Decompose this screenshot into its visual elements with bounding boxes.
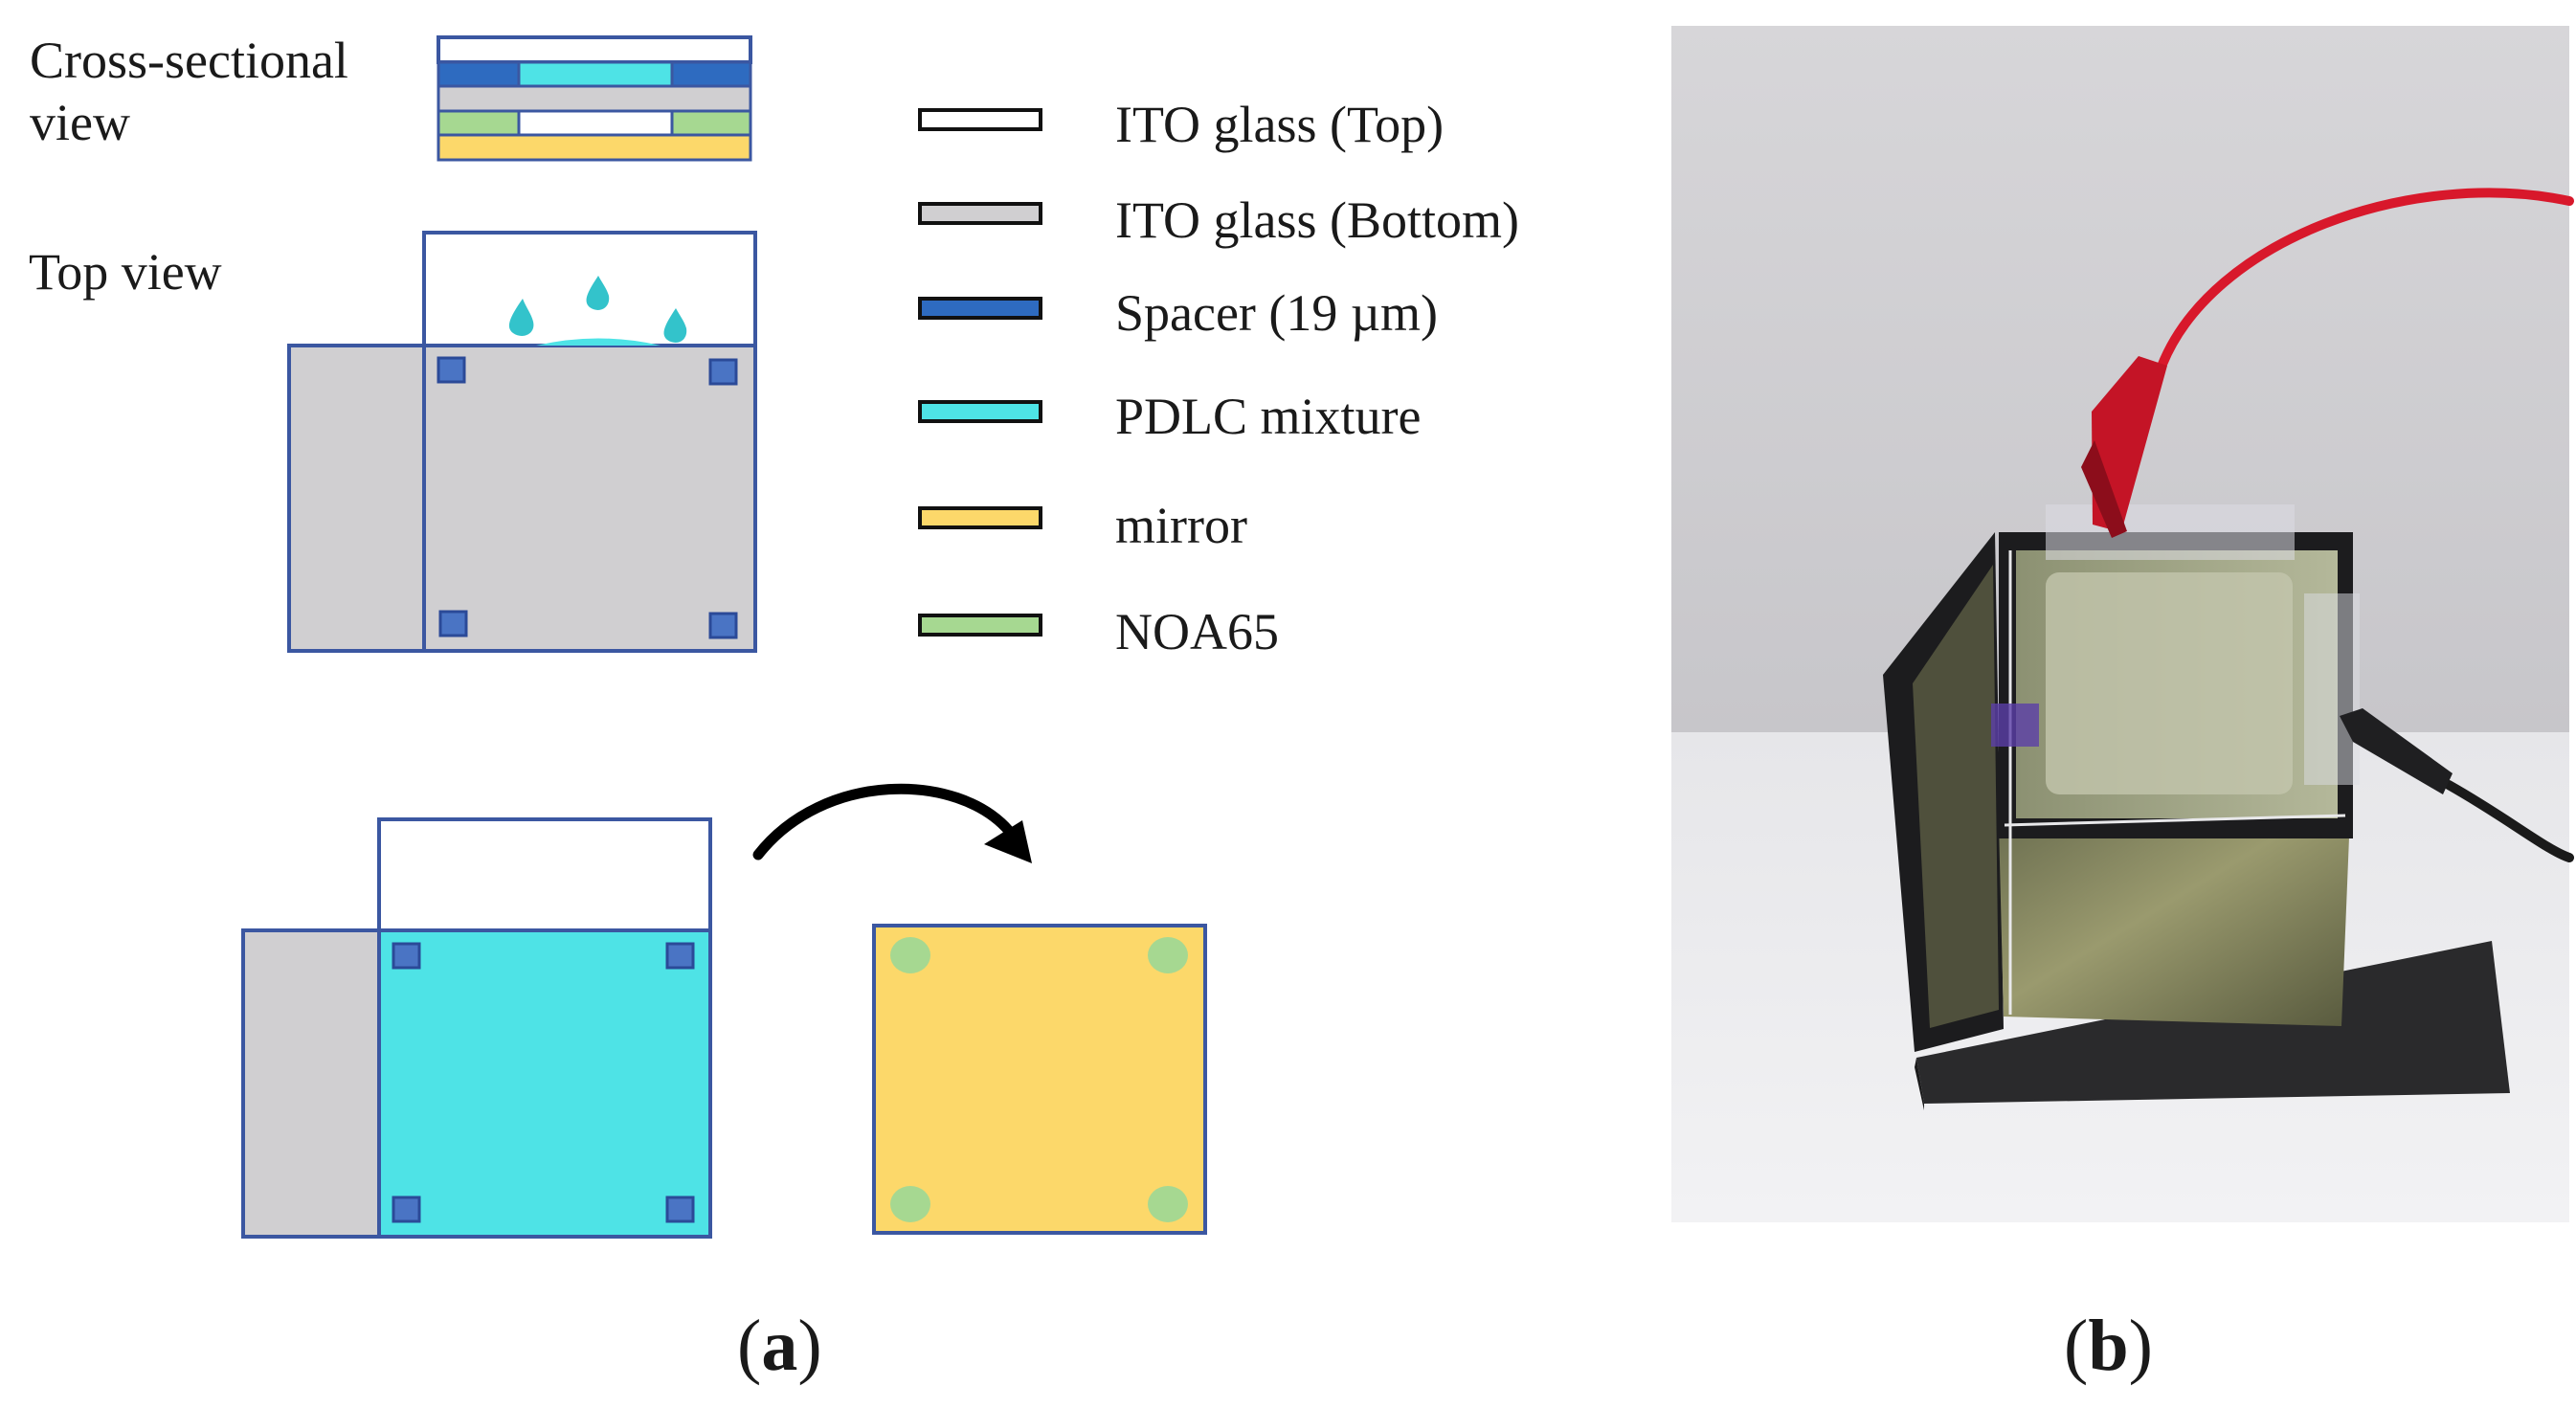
legend-swatch-pdlc (918, 400, 1042, 423)
photo-pdlc-film (2046, 572, 2293, 794)
panel-label-a-open: ( (737, 1306, 762, 1386)
filled-cell-bottom-glass-left (241, 928, 381, 1239)
cross-section-spacer-right (670, 60, 752, 88)
curved-arrow-icon (752, 783, 1015, 860)
filled-cell-pdlc (377, 928, 712, 1239)
cross-section-bottom-glass (437, 84, 752, 113)
cross-section-stack (437, 35, 752, 162)
panel-label-b: (b) (2064, 1309, 2153, 1382)
photo-cell-seam-h (2004, 814, 2346, 827)
top-view-pdlc-meniscus (536, 338, 661, 346)
cross-section-noa-right (670, 109, 752, 137)
device-photo (1671, 26, 2574, 1222)
legend-swatch-ito-top (918, 108, 1042, 131)
panel-label-a: (a) (737, 1309, 822, 1382)
legend-swatches (918, 108, 1042, 637)
photo-side-mirror (1913, 565, 1999, 1028)
filled-cell-spacer-br (665, 1196, 695, 1223)
top-view-spacer-tr (708, 358, 738, 386)
photo-tape-right (2304, 593, 2360, 785)
droplet-icon (586, 276, 610, 310)
cross-section-mirror (437, 133, 752, 162)
legend-label-ito-bottom: ITO glass (Bottom) (1115, 191, 1519, 249)
photo-red-clip-jaw (2081, 440, 2127, 538)
top-view-title: Top view (29, 243, 222, 301)
photo-tape-top (2046, 504, 2295, 560)
top-view-bottom-glass-left (287, 344, 426, 653)
photo-purple-reflection (1991, 704, 2039, 747)
cross-section-top-glass (437, 35, 752, 64)
cross-section-air-gap (517, 109, 674, 137)
mirror-assembly (872, 924, 1207, 1235)
panel-label-a-close: ) (797, 1306, 822, 1386)
cross-section-title-line1: Cross-sectional (30, 32, 348, 89)
legend-swatch-spacer (918, 297, 1042, 320)
top-view-bottom-glass-main (422, 344, 757, 653)
legend-label-ito-top: ITO glass (Top) (1115, 96, 1445, 153)
legend-swatch-noa65 (918, 614, 1042, 637)
cross-section-title-line2: view (30, 94, 130, 151)
curved-arrow-head (984, 820, 1032, 863)
legend-label-spacer: Spacer (19 µm) (1115, 284, 1438, 342)
filled-cell-spacer-tl (392, 942, 421, 970)
top-view-spacer-br (708, 612, 738, 639)
photo-horizontal-mirror (1999, 814, 2350, 1026)
cross-section-spacer-left (437, 60, 521, 88)
filled-cell-spacer-tr (665, 942, 695, 970)
legend-label-noa65: NOA65 (1115, 603, 1279, 660)
legend-label-mirror: mirror (1115, 497, 1247, 554)
mirror-plate (872, 924, 1207, 1235)
photo-base-plate-edge (1915, 1058, 1924, 1110)
top-view-spacer-tl (437, 356, 466, 384)
photo-black-clip (2340, 708, 2453, 794)
photo-black-wire (2444, 780, 2574, 862)
cross-section-pdlc-layer (517, 60, 674, 88)
photo-red-wire (2157, 188, 2574, 371)
droplet-icon (663, 308, 687, 343)
top-view-assembly (287, 231, 757, 653)
legend-swatch-ito-bottom (918, 202, 1042, 225)
top-view-spacer-bl (438, 610, 468, 637)
cross-section-noa-left (437, 109, 521, 137)
legend-label-pdlc: PDLC mixture (1115, 388, 1422, 445)
panel-label-a-letter: a (761, 1306, 798, 1386)
noa65-dot-tl (890, 937, 930, 973)
noa65-dot-bl (890, 1186, 930, 1222)
droplet-icon (508, 299, 534, 336)
panel-label-b-close: ) (2128, 1306, 2153, 1386)
panel-label-b-open: ( (2064, 1306, 2089, 1386)
filled-cell-top-glass (377, 817, 712, 932)
filled-cell-spacer-bl (392, 1196, 421, 1223)
noa65-dot-br (1148, 1186, 1188, 1222)
top-view-top-glass (422, 231, 757, 347)
panel-label-b-letter: b (2088, 1306, 2129, 1386)
filled-cell-assembly (241, 817, 712, 1239)
noa65-dot-tr (1148, 937, 1188, 973)
legend-swatch-mirror (918, 506, 1042, 529)
